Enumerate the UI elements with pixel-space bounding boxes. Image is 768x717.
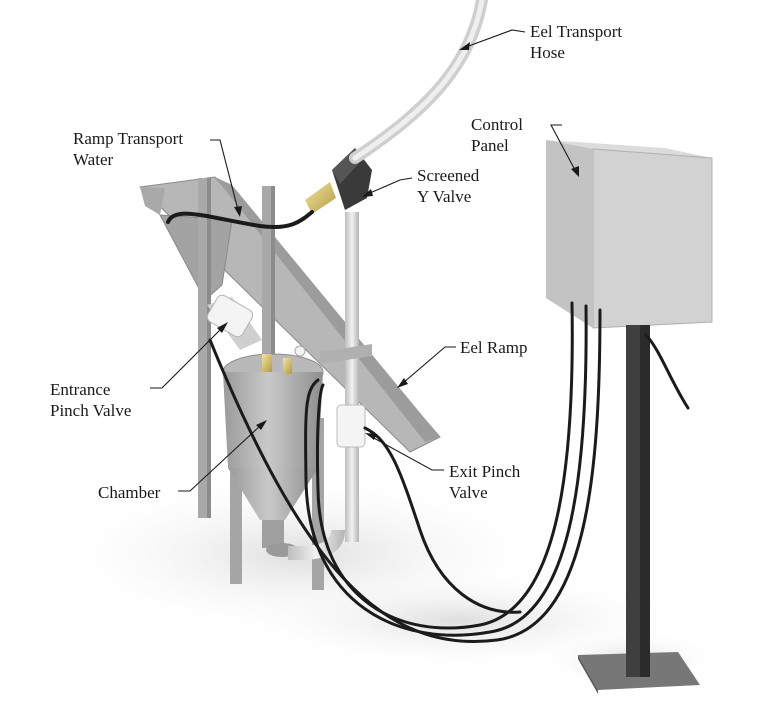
leader-lines bbox=[150, 29, 579, 492]
exit-pinch-valve-label: Exit Pinch Valve bbox=[449, 462, 525, 502]
screened-y-valve-label: Screened Y Valve bbox=[417, 166, 484, 206]
eel-transport-hose-label: Eel Transport Hose bbox=[530, 22, 626, 62]
entrance-pinch-valve bbox=[206, 294, 262, 350]
control-cables bbox=[208, 301, 690, 643]
ramp-transport-water-label: Ramp Transport Water bbox=[73, 129, 187, 169]
ramp-transport-water-hose bbox=[166, 210, 314, 229]
chamber-label: Chamber bbox=[98, 483, 161, 502]
eel-ramp-label: Eel Ramp bbox=[460, 338, 528, 357]
eel-transport-hose bbox=[349, 0, 488, 164]
control-panel bbox=[546, 140, 713, 329]
entrance-pinch-valve-label: Entrance Pinch Valve bbox=[50, 380, 131, 420]
exit-pinch-valve-body bbox=[336, 404, 366, 448]
control-panel-label: Control Panel bbox=[471, 115, 527, 155]
panel-stand bbox=[578, 325, 700, 694]
